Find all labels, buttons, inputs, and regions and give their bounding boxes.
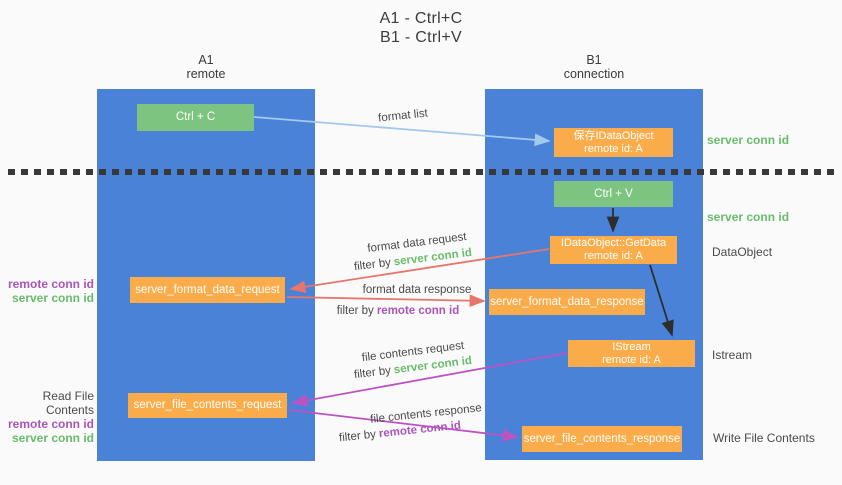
server-conn-id-label-left-bottom: server conn id (11, 431, 94, 445)
idataobject-getdata-box: IDataObject::GetData remote id: A (550, 236, 677, 264)
remote-conn-id-label-mid: remote conn id (7, 277, 94, 291)
lane-b1-subtitle: connection (563, 67, 625, 81)
lane-b1-title: B1 (586, 53, 602, 67)
save-idataobject-box: 保存IDataObject remote id: A (554, 128, 673, 157)
dataobject-label: DataObject (712, 245, 773, 259)
server-file-contents-request-label: server_file_contents_request (133, 399, 282, 411)
ctrl-v-box: Ctrl + V (554, 181, 673, 207)
diagram-title: A1 - Ctrl+C B1 - Ctrl+V (0, 9, 842, 47)
server-format-data-response-box: server_format_data_response (489, 289, 645, 315)
server-conn-id-label-mid: server conn id (707, 210, 790, 224)
format-list-annotation: format list (377, 107, 429, 125)
server-file-contents-response-box: server_file_contents_response (522, 426, 682, 452)
lane-a1-title: A1 (198, 53, 214, 67)
server-conn-id-label-left-mid: server conn id (11, 291, 94, 305)
ctrl-c-label: Ctrl + C (175, 111, 216, 123)
ctrl-v-label: Ctrl + V (594, 187, 633, 200)
remote-conn-id-label-bottom: remote conn id (7, 417, 94, 431)
arrow-format-data-response (286, 294, 486, 308)
server-file-contents-response-label: server_file_contents_response (523, 432, 681, 445)
filter-by-text: filter by (353, 364, 392, 382)
save-idataobject-line2: remote id: A (584, 142, 643, 155)
filter-by-text: filter by (353, 256, 392, 274)
ctrl-c-box: Ctrl + C (137, 104, 254, 131)
getdata-line1: IDataObject::GetData (560, 237, 667, 249)
filter-by-text: filter by (338, 428, 377, 445)
lane-header-a1: A1 remote (97, 53, 315, 81)
server-format-data-request-box: server_format_data_request (130, 277, 285, 303)
left-conn-id-stack-mid: remote conn id server conn id (0, 277, 94, 305)
filter-by-text: filter by (336, 305, 374, 317)
save-idataobject-line1: 保存IDataObject (573, 129, 654, 142)
phase-separator-dotted-line (8, 169, 836, 175)
istream-line2: remote id: A (602, 353, 661, 366)
read-file-contents-label: Read File Contents (42, 389, 94, 417)
remote-conn-id-text: remote conn id (376, 305, 460, 317)
lane-a1-subtitle: remote (186, 67, 226, 81)
istream-box: IStream remote id: A (568, 340, 695, 367)
title-line-2: B1 - Ctrl+V (380, 29, 462, 46)
server-file-contents-request-box: server_file_contents_request (128, 393, 287, 418)
format-data-response-annotation: format data response (362, 284, 472, 296)
server-format-data-response-label: server_format_data_response (490, 295, 644, 308)
lane-header-b1: B1 connection (485, 53, 703, 81)
write-file-contents-label: Write File Contents (713, 431, 815, 445)
istream-side-label: Istream (712, 348, 753, 362)
getdata-line2: remote id: A (584, 250, 643, 262)
server-format-data-request-label: server_format_data_request (135, 283, 280, 296)
title-line-1: A1 - Ctrl+C (379, 10, 463, 27)
server-conn-id-label-top: server conn id (707, 133, 790, 147)
left-conn-id-stack-bottom: Read File Contents remote conn id server… (0, 389, 94, 445)
istream-line1: IStream (612, 340, 651, 353)
